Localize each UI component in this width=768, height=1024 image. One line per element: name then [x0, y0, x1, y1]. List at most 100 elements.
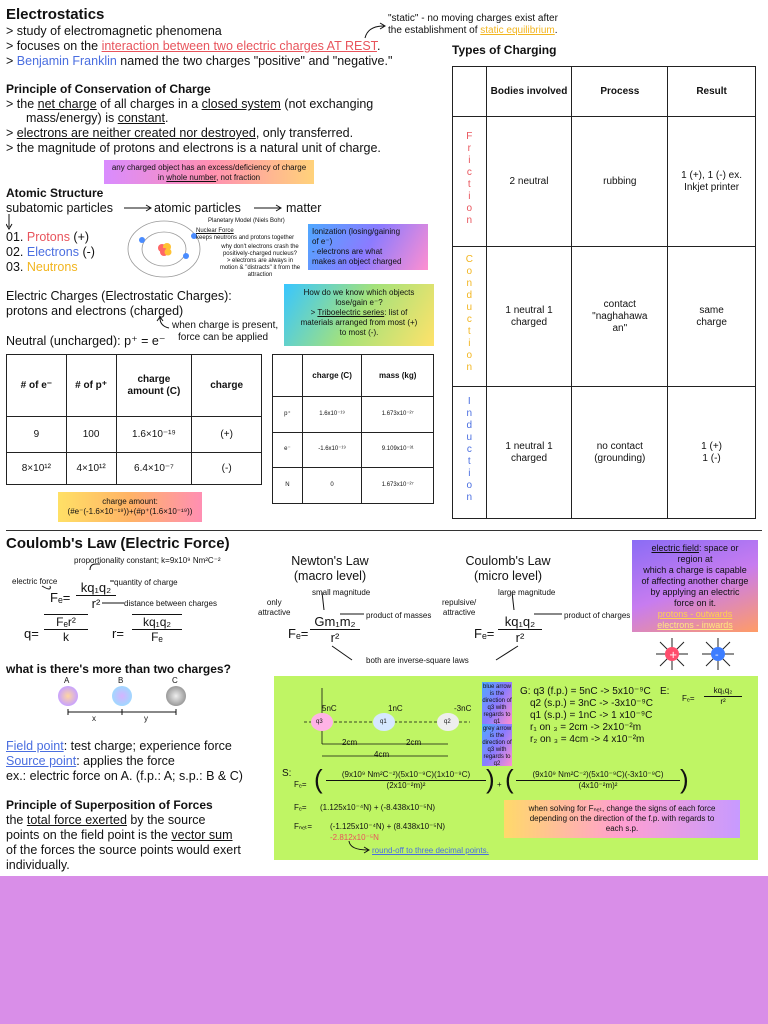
label-a: A — [64, 676, 70, 685]
cell: (+) — [191, 416, 262, 453]
cell: 2 neutral — [485, 116, 573, 247]
cell: contact "naghahawa an" — [571, 246, 669, 387]
conservation-title: Principle of Conservation of Charge — [6, 82, 211, 96]
text: : applies the force — [76, 754, 175, 768]
numerator: kq₁q₂ — [76, 580, 116, 596]
text: > — [310, 308, 318, 317]
cell: e⁻ — [272, 431, 303, 469]
superposition-p3: of the forces the source points would ex… — [6, 843, 241, 857]
cell: 1.6×10⁻¹⁹ — [115, 416, 193, 453]
cell: 4×10¹² — [65, 452, 117, 485]
conservation-line1: > the net charge of all charges in a clo… — [6, 97, 373, 112]
text: named the two charges "positive" and "ne… — [116, 54, 393, 68]
electric-charges-line2: protons and electrons (charged) — [6, 304, 184, 318]
atomic-title: Atomic Structure — [6, 186, 104, 200]
text: materials arranged from most (+) — [300, 318, 418, 327]
solution-lhs: Fₑ= — [294, 780, 307, 789]
text: . — [376, 39, 381, 53]
franklin-name: Benjamin Franklin — [16, 54, 117, 68]
large-magnitude: large magnitude — [498, 588, 556, 597]
product-charges: product of charges — [564, 611, 631, 620]
text: . — [164, 111, 169, 125]
solution-term1: (9x10⁹ Nm²C⁻²)(5x10⁻⁹C)(1x10⁻⁹C)(2x10⁻²m… — [326, 770, 486, 791]
text: > Triboelectric series: list of — [288, 308, 430, 318]
induction-cell: Induction — [452, 386, 487, 519]
charge-1nc: 1nC — [388, 704, 403, 713]
numerator: kq₁q₂ — [498, 614, 542, 630]
table-row: 8×10¹² 4×10¹² 6.4×10⁻⁷ (-) — [6, 452, 262, 485]
annotation-arrows-icon — [41, 563, 124, 604]
text: Fₑ= — [50, 590, 71, 605]
text: G: q3 (f.p.) = 5nC -> 5x10⁻⁹C — [520, 686, 651, 697]
text: the establishment of — [388, 25, 481, 36]
header-blank — [272, 354, 303, 397]
text: motion & "distracts" it from the — [219, 265, 301, 271]
interaction-link: interaction between two electric charges… — [101, 39, 377, 53]
cell: -1.6x10⁻¹⁹ — [301, 431, 363, 469]
text: positively-charged nucleus? — [222, 251, 298, 257]
table-row: 9 100 1.6×10⁻¹⁹ (+) — [6, 416, 262, 453]
cell: 1 neutral 1 charged — [485, 246, 573, 387]
static-note-line1: "static" - no moving charges exist after — [388, 13, 558, 24]
protons-label: Protons — [26, 230, 70, 244]
denominator: r² — [91, 596, 101, 611]
denominator: (2x10⁻²m)² — [386, 781, 426, 790]
cell: 100 — [65, 416, 117, 453]
charge-present-note: when charge is present,force can be appl… — [172, 320, 278, 344]
superposition-p4: individually. — [6, 858, 70, 872]
svg-text:+: + — [669, 650, 677, 661]
subatomic-label: subatomic particles — [6, 201, 113, 215]
electrons-label: Electrons — [26, 245, 79, 259]
paren-open-icon: ( — [505, 764, 514, 794]
conservation-line3: > electrons are neither created nor dest… — [6, 126, 353, 141]
text: r₂ on ₃ = 4cm -> 4 x10⁻²m — [530, 734, 645, 745]
givens: G: q3 (f.p.) = 5nC -> 5x10⁻⁹C q2 (s.p.) … — [520, 686, 653, 746]
charge-5nc: 5nC — [322, 704, 337, 713]
conservation-line2: mass/energy) is constant. — [26, 111, 168, 126]
q2-label: q2 — [444, 719, 451, 725]
text: region at — [677, 554, 713, 564]
cell: rubbing — [571, 116, 669, 247]
text: constant — [117, 111, 165, 125]
text: > the — [6, 97, 38, 111]
text: (#e⁻(-1.6×10⁻¹⁹))+(#p⁺(1.6×10⁻¹⁹)) — [67, 507, 193, 516]
induction-label: Induction — [463, 396, 475, 504]
solution-label: S: — [282, 768, 292, 779]
electrostatics-line2: > focuses on the interaction between two… — [6, 39, 380, 54]
coulomb-law-title: Coulomb's Law(micro level) — [460, 554, 556, 584]
svg-text:-: - — [715, 650, 719, 661]
paren-open-icon: ( — [314, 764, 323, 794]
text: keeps neutrons and protons together — [196, 235, 295, 241]
text: > — [6, 54, 17, 68]
matter-label: matter — [286, 201, 322, 215]
text: , not fraction — [216, 173, 261, 182]
paren-close-icon: ) — [680, 764, 689, 794]
text: > — [6, 126, 17, 140]
text: Newton's Law — [291, 554, 369, 568]
superposition-question: what is there's more than two charges? — [6, 662, 231, 676]
header-protons: # of p⁺ — [65, 354, 117, 417]
text: , only transferred. — [255, 126, 354, 140]
coulomb-title: Coulomb's Law (Electric Force) — [6, 535, 230, 552]
charging-title: Types of Charging — [452, 43, 557, 57]
field-lines-icon: + - — [656, 638, 734, 670]
text: of e⁻) — [312, 237, 333, 246]
text: q1 (s.p.) = 1nC -> 1 x10⁻⁹C — [530, 710, 653, 721]
cell: 6.4×10⁻⁷ — [115, 452, 193, 485]
header-mass-kg: mass (kg) — [361, 354, 434, 397]
repulsive-attractive: repulsive/attractive — [442, 598, 476, 618]
header-charge-c: charge (C) — [301, 354, 363, 397]
equation-lhs: Fₑ= — [682, 694, 695, 703]
inverse-square-note: both are inverse-square laws — [366, 656, 469, 665]
table-row: Friction 2 neutral rubbing 1 (+), 1 (-) … — [452, 116, 756, 247]
electric-charges-line1: Electric Charges (Electrostatic Charges)… — [6, 289, 232, 303]
three-charges-icon — [58, 686, 186, 715]
cell: 1.673x10⁻²⁷ — [361, 396, 434, 433]
text: to most (-). — [339, 328, 379, 337]
cell: 0 — [301, 467, 363, 504]
